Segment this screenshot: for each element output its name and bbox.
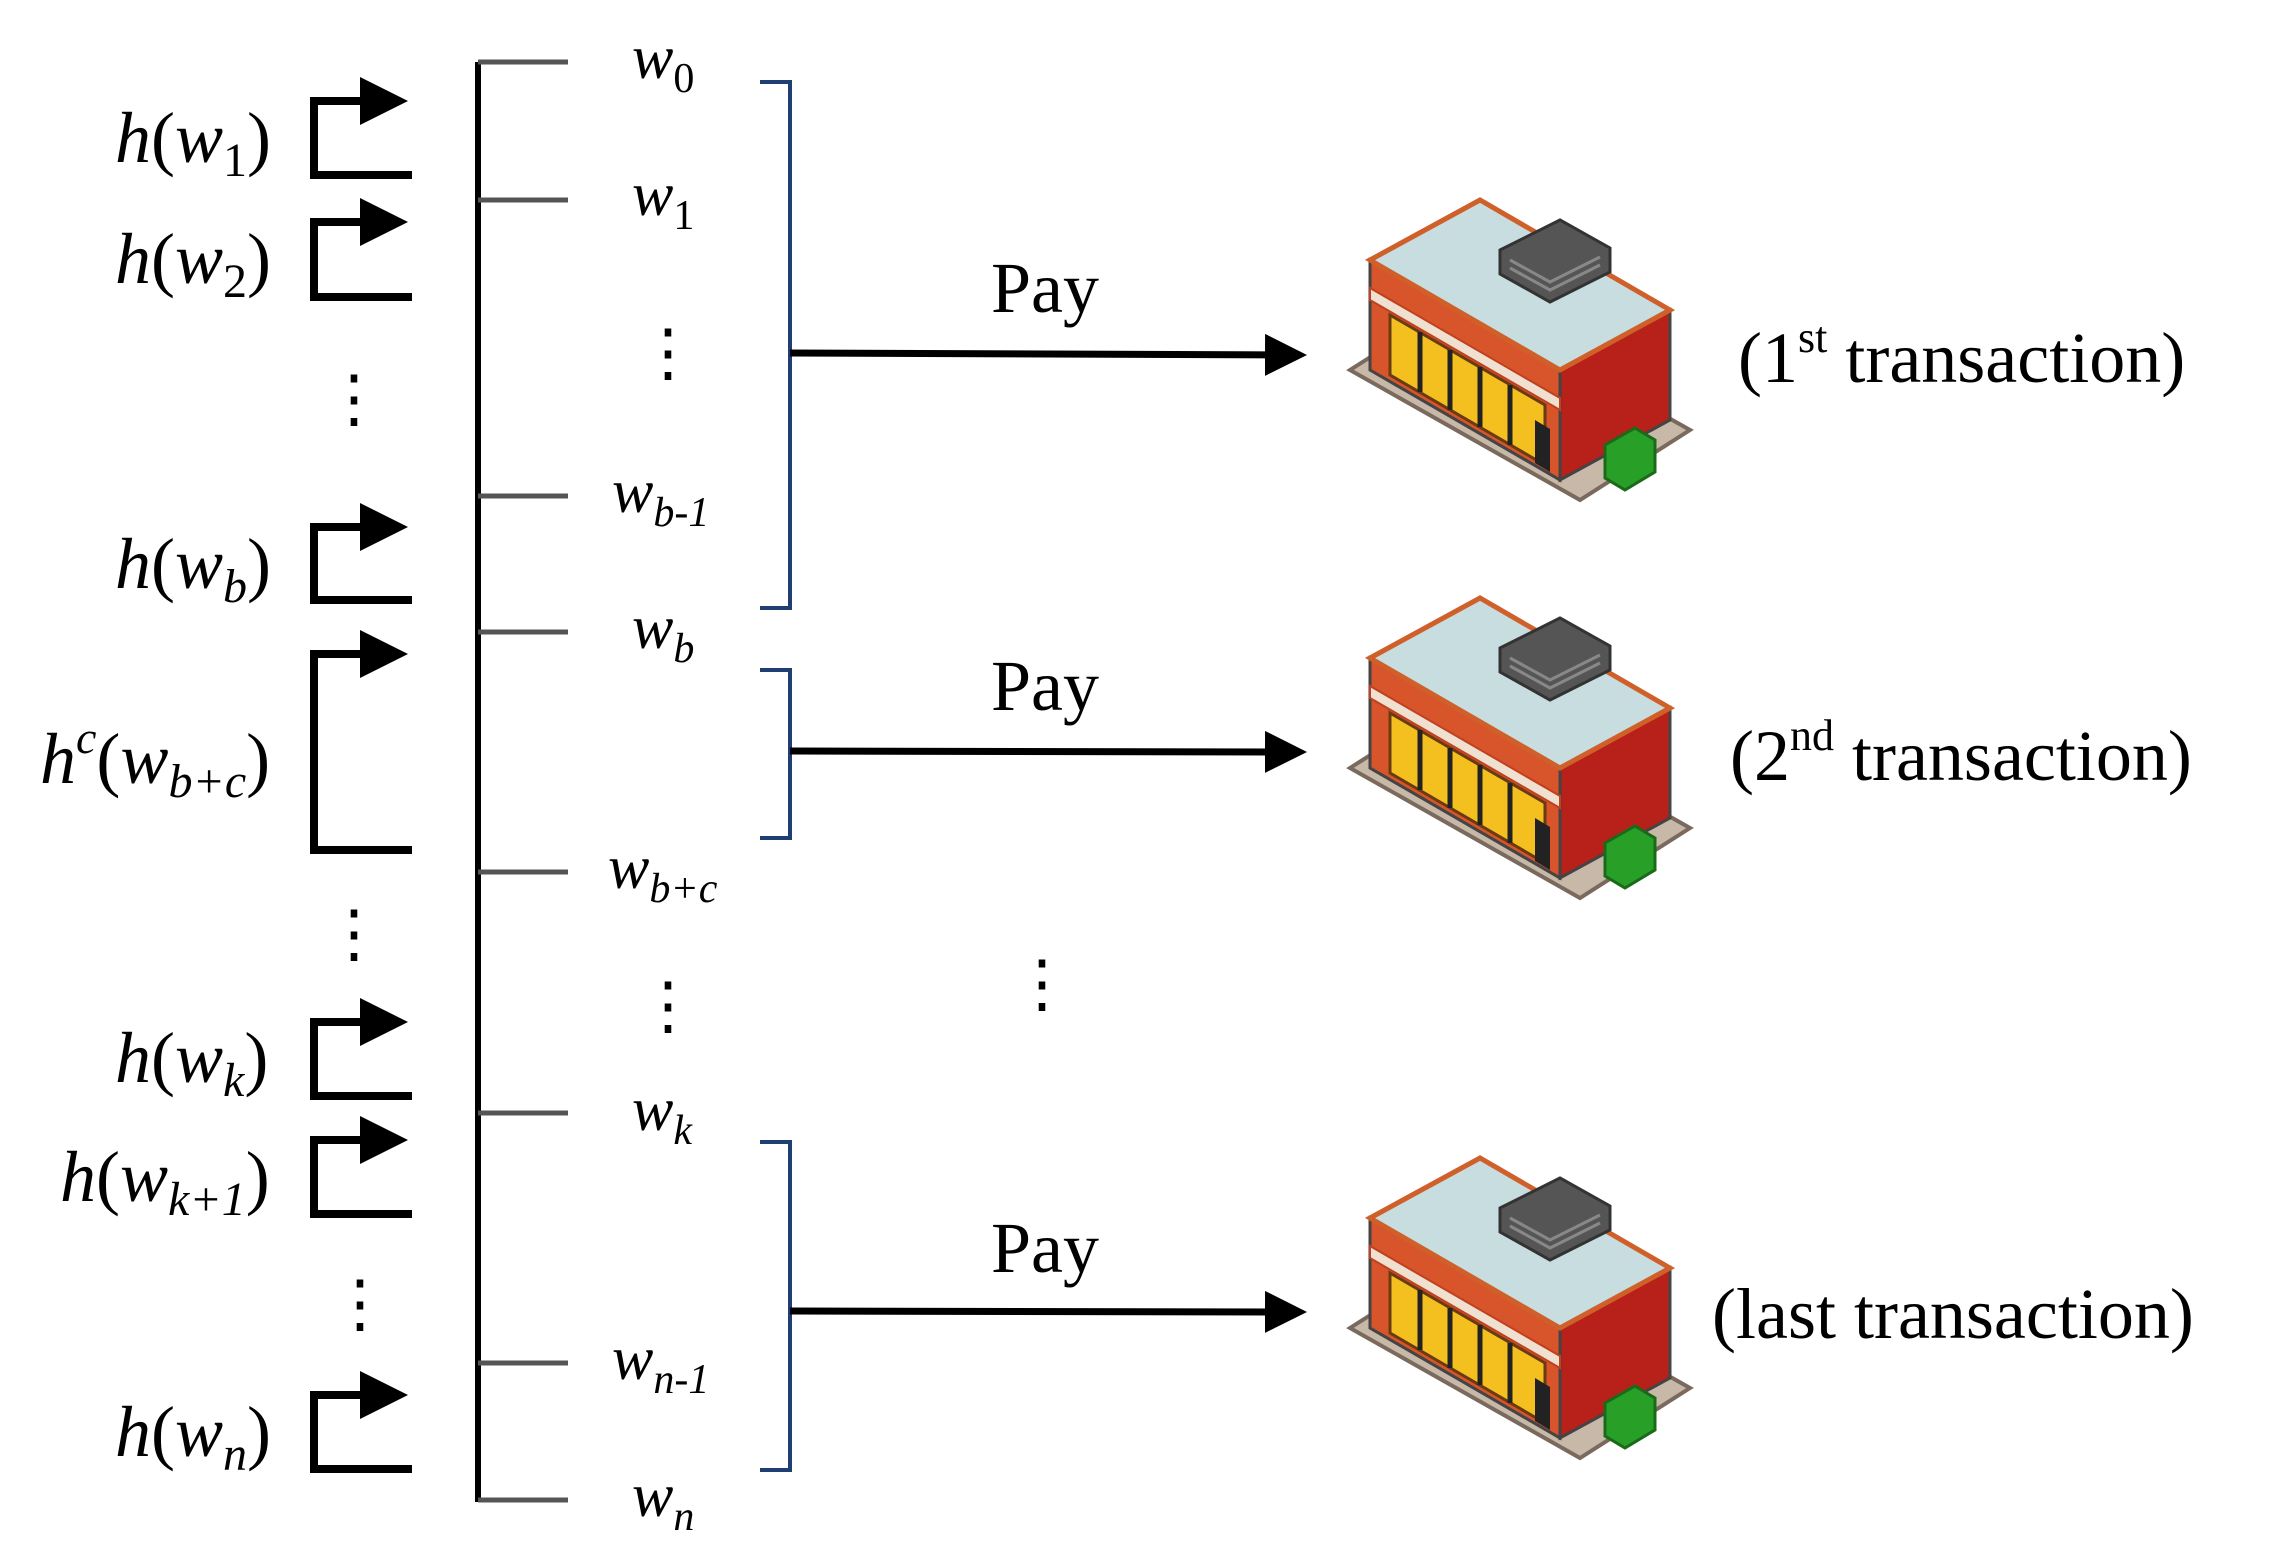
hash-hook-arrow — [310, 77, 412, 179]
chain-label: wb — [632, 594, 694, 672]
pay-arrow — [789, 333, 1307, 376]
hash-ellipsis: ⋮ — [328, 1268, 392, 1339]
pay-ellipsis: ⋮ — [1010, 948, 1074, 1019]
chain-label: wn — [632, 1462, 694, 1540]
hash-label: h(wb) — [115, 524, 271, 613]
hash-label: h(wn) — [115, 1392, 271, 1481]
hash-ellipsis: ⋮ — [322, 898, 386, 969]
store-icon — [1350, 1158, 1690, 1458]
chain-label: wb-1 — [612, 458, 709, 536]
hash-label: h(wk+1) — [60, 1137, 270, 1226]
pay-arrow — [789, 1290, 1307, 1333]
hash-labels: h(w1) h(w2) h(wb) hc(wb+c) h(wk) h(wk+1)… — [40, 98, 271, 1481]
payment-bracket — [760, 668, 792, 840]
hash-hook-arrow — [310, 1116, 412, 1218]
payment-bracket — [760, 1140, 792, 1472]
store-icon — [1350, 598, 1690, 898]
hash-label: hc(wb+c) — [40, 712, 270, 808]
hash-label: h(wk) — [115, 1018, 268, 1107]
chain-label: wk — [632, 1076, 693, 1154]
store-icon — [1350, 200, 1690, 500]
hash-hook-arrow — [310, 1371, 412, 1473]
hash-ellipsis: ⋮ — [322, 363, 386, 434]
transaction-label: (2nd transaction) — [1730, 711, 2192, 796]
transaction-label: (last transaction) — [1712, 1274, 2194, 1354]
payment-brackets — [760, 80, 792, 1472]
chain-label: w0 — [632, 24, 694, 102]
chain-label: wn-1 — [612, 1325, 709, 1403]
pay-label: Pay — [991, 248, 1099, 328]
hash-hook-arrow — [310, 503, 412, 604]
chain-ellipsis: ⋮ — [636, 317, 700, 388]
hash-hook-arrow — [310, 998, 412, 1100]
hash-hook-arrow — [310, 630, 412, 854]
chain-ticks — [478, 59, 568, 1503]
hash-hook-arrow — [310, 198, 412, 301]
chain-ellipsis: ⋮ — [636, 970, 700, 1041]
chain-label: w1 — [632, 161, 694, 239]
hash-label: h(w1) — [115, 98, 271, 187]
transaction-label: (1st transaction) — [1738, 313, 2185, 398]
chain-label: wb+c — [608, 834, 718, 912]
hash-label: h(w2) — [115, 219, 271, 308]
hash-hooks — [310, 77, 412, 1473]
pay-label: Pay — [991, 646, 1099, 726]
pay-arrow — [789, 730, 1307, 773]
payment-bracket — [760, 80, 792, 610]
chain-labels: w0 w1 wb-1 wb wb+c wk wn-1 wn — [608, 24, 718, 1540]
pay-label: Pay — [991, 1208, 1099, 1288]
pay-arrows — [789, 333, 1307, 1333]
